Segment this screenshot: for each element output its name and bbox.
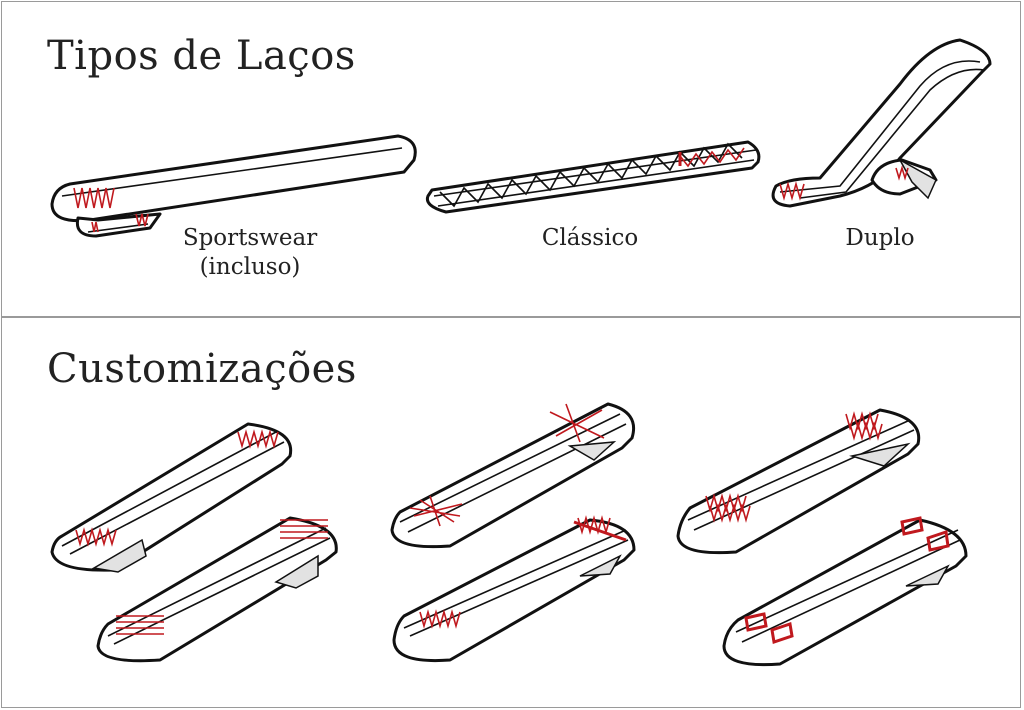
sportswear-loop-illustration bbox=[50, 134, 417, 238]
sportswear-name: Sportswear bbox=[182, 225, 318, 251]
custom-box-stitch bbox=[722, 516, 968, 667]
custom-bar-tack bbox=[96, 516, 338, 663]
classic-loop-illustration bbox=[425, 140, 761, 214]
loop-types-title: Tipos de Laços bbox=[47, 33, 356, 79]
duplo-loop-illustration bbox=[771, 38, 992, 208]
custom-zigzag-ends bbox=[50, 422, 293, 573]
custom-double-zigzag bbox=[676, 408, 921, 555]
custom-zigzag-center bbox=[392, 515, 636, 663]
sportswear-note: (incluso) bbox=[199, 253, 301, 280]
customizations-title: Customizações bbox=[47, 346, 357, 392]
duplo-label: Duplo bbox=[845, 225, 915, 251]
custom-cross-stitch bbox=[390, 402, 635, 549]
sportswear-label: Sportswear (incluso) bbox=[160, 224, 340, 282]
classic-label: Clássico bbox=[541, 225, 639, 251]
